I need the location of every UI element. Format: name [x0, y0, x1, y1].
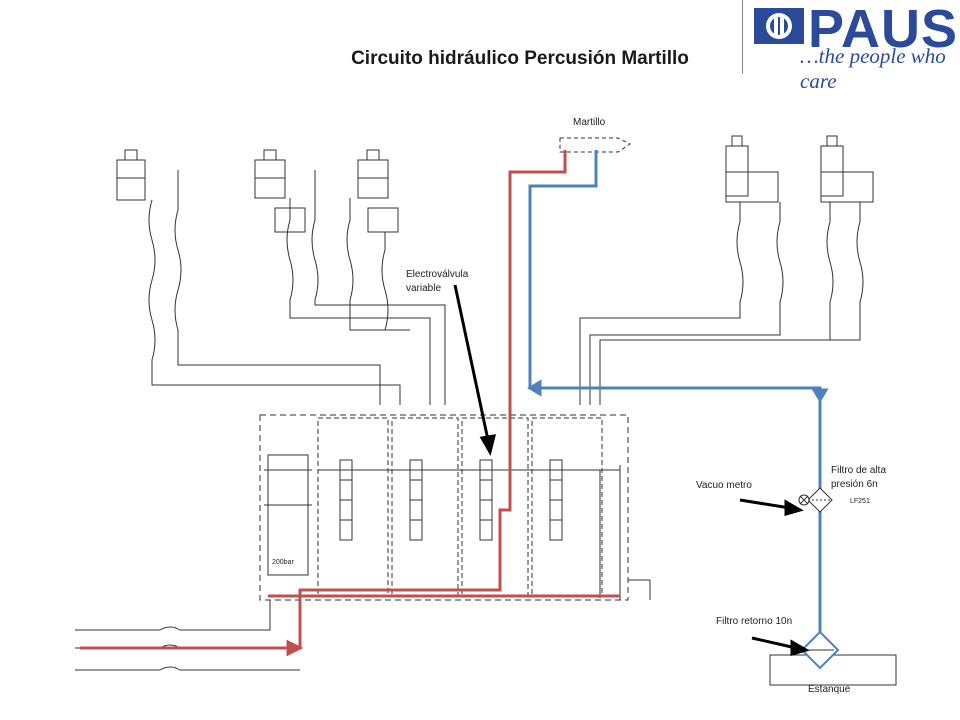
label-electrovalvula-1: Electroválvula [406, 269, 469, 280]
label-estanque: Estanque [808, 684, 851, 695]
return-filter-icon [800, 630, 840, 670]
label-filtro-alta-1: Filtro de alta [831, 465, 887, 476]
label-electrovalvula-2: variable [406, 283, 442, 294]
solenoid-valve-icon [339, 459, 563, 541]
vacuum-gauge-icon [798, 494, 810, 506]
hydraulic-cylinder-icon [725, 135, 874, 203]
pressure-filter-icon [807, 487, 833, 513]
logo-gear-icon [754, 8, 804, 44]
label-filter-code: LF251 [850, 498, 870, 505]
hydraulic-cylinder-icon [116, 149, 399, 233]
pressure-line [80, 150, 620, 657]
logo-brand: PAUS [808, 0, 959, 59]
page-title: Circuito hidráulico Percusión Martillo [351, 48, 689, 69]
return-line [527, 150, 829, 640]
label-filtro-alta-2: presión 6n [831, 479, 878, 490]
label-martillo: Martillo [573, 117, 606, 128]
label-relief-pressure: 200bar [272, 559, 294, 566]
label-filtro-retorno: Filtro retorno 10n [716, 616, 793, 627]
logo-divider [742, 0, 743, 74]
label-vacuo-metro: Vacuo metro [696, 480, 752, 491]
logo-tagline: …the people who care [800, 44, 946, 93]
